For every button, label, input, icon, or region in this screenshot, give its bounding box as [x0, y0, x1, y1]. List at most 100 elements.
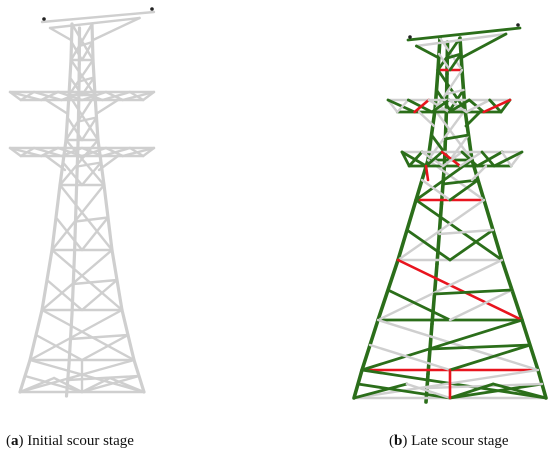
tower-member: [77, 116, 98, 123]
panel-a-initial-scour: [0, 0, 275, 425]
tower-member: [80, 333, 130, 362]
tower-member: [40, 308, 136, 362]
tower-member: [40, 248, 114, 312]
tower-member: [448, 343, 532, 372]
tower-model-late: [352, 23, 548, 404]
tower-member: [121, 146, 156, 158]
tower-member: [18, 358, 136, 394]
tower-member: [448, 133, 470, 162]
tower-member: [97, 154, 120, 172]
tower-member: [448, 382, 544, 400]
tower-member: [448, 382, 495, 400]
tower-member: [64, 93, 97, 142]
tower-member: [465, 98, 491, 114]
tower-member: [491, 382, 548, 400]
tower-member: [430, 98, 451, 114]
tower-member: [66, 116, 84, 142]
tower-member: [80, 216, 110, 252]
tower-member: [34, 333, 84, 362]
tower-member: [60, 146, 84, 158]
tower-member: [414, 198, 504, 262]
tower-member: [40, 10, 156, 24]
earth-wire-attachment-left: [42, 17, 46, 21]
tower-member: [436, 36, 462, 72]
tower-member: [433, 288, 514, 296]
tower-member: [400, 150, 411, 168]
tower-member: [72, 278, 119, 286]
tower-member: [80, 116, 98, 142]
caption-panel-b: (b) Late scour stage: [389, 433, 509, 449]
tower-member: [94, 98, 120, 116]
tower-member: [48, 26, 73, 42]
tower-member: [417, 110, 436, 128]
caption-panel-a: (a) Initial scour stage: [6, 433, 134, 449]
tower-member: [67, 93, 100, 142]
tower-member: [437, 52, 452, 72]
tower-member: [58, 183, 114, 252]
tower-member: [69, 58, 97, 97]
tower-member: [101, 90, 132, 102]
tower-model-initial: [8, 7, 156, 398]
tower-member: [376, 318, 540, 372]
tower-member: [448, 288, 514, 322]
tower-member: [406, 26, 522, 42]
tower-member: [28, 308, 124, 362]
tower-member: [28, 358, 146, 394]
caption-a-label: a: [11, 433, 19, 449]
tower-member: [458, 150, 484, 168]
tower-member: [420, 178, 452, 202]
tower-member: [438, 228, 495, 236]
tower-member: [77, 76, 96, 83]
tower-member: [413, 98, 430, 114]
tower-member: [396, 258, 524, 322]
tower-member: [67, 58, 95, 97]
earth-wire-attachment-right: [516, 23, 520, 27]
tower-member: [108, 376, 146, 394]
tower-member: [80, 146, 108, 158]
tower-member: [475, 150, 504, 168]
tower-member: [19, 146, 36, 158]
tower-member: [464, 110, 482, 128]
tower-member: [80, 90, 108, 102]
tower-member: [360, 368, 548, 400]
caption-b-text: Late scour stage: [411, 433, 509, 449]
tower-member: [76, 161, 103, 168]
tower-member: [441, 150, 464, 168]
tower-member: [40, 146, 60, 158]
panel-b-late-scour: [340, 0, 550, 425]
tower-member: [80, 374, 141, 394]
tower-member: [45, 278, 84, 312]
tower-member: [18, 376, 56, 394]
tower-member: [44, 98, 70, 116]
tower-member: [405, 228, 452, 262]
tower-member: [74, 216, 110, 223]
tower-member: [61, 161, 84, 187]
tower-member: [44, 154, 67, 172]
tower-member: [448, 52, 463, 72]
tower-member: [424, 164, 430, 182]
tower-member: [444, 133, 470, 141]
tower-member: [78, 40, 94, 48]
tower-member: [368, 343, 452, 372]
tower-member: [436, 68, 467, 112]
earth-wire-attachment-right: [150, 7, 154, 11]
earth-wire-attachment-left: [408, 35, 412, 39]
tower-member: [445, 52, 463, 60]
tower-member: [415, 44, 441, 60]
tower-member: [54, 216, 84, 252]
tower-member: [50, 248, 124, 312]
tower-member: [80, 161, 103, 187]
caption-b-label: b: [394, 433, 403, 449]
tower-member: [69, 333, 130, 341]
caption-a-text: Initial scour stage: [27, 433, 134, 449]
tower-member: [70, 40, 84, 62]
tower-member: [405, 382, 452, 400]
tower-member: [407, 150, 424, 168]
tower-member: [352, 382, 409, 400]
tower-member: [448, 228, 495, 262]
tower-member: [352, 368, 540, 400]
tower-member: [66, 374, 141, 382]
tower-member: [50, 183, 106, 252]
tower-member: [23, 374, 84, 394]
tower-member: [376, 258, 504, 322]
